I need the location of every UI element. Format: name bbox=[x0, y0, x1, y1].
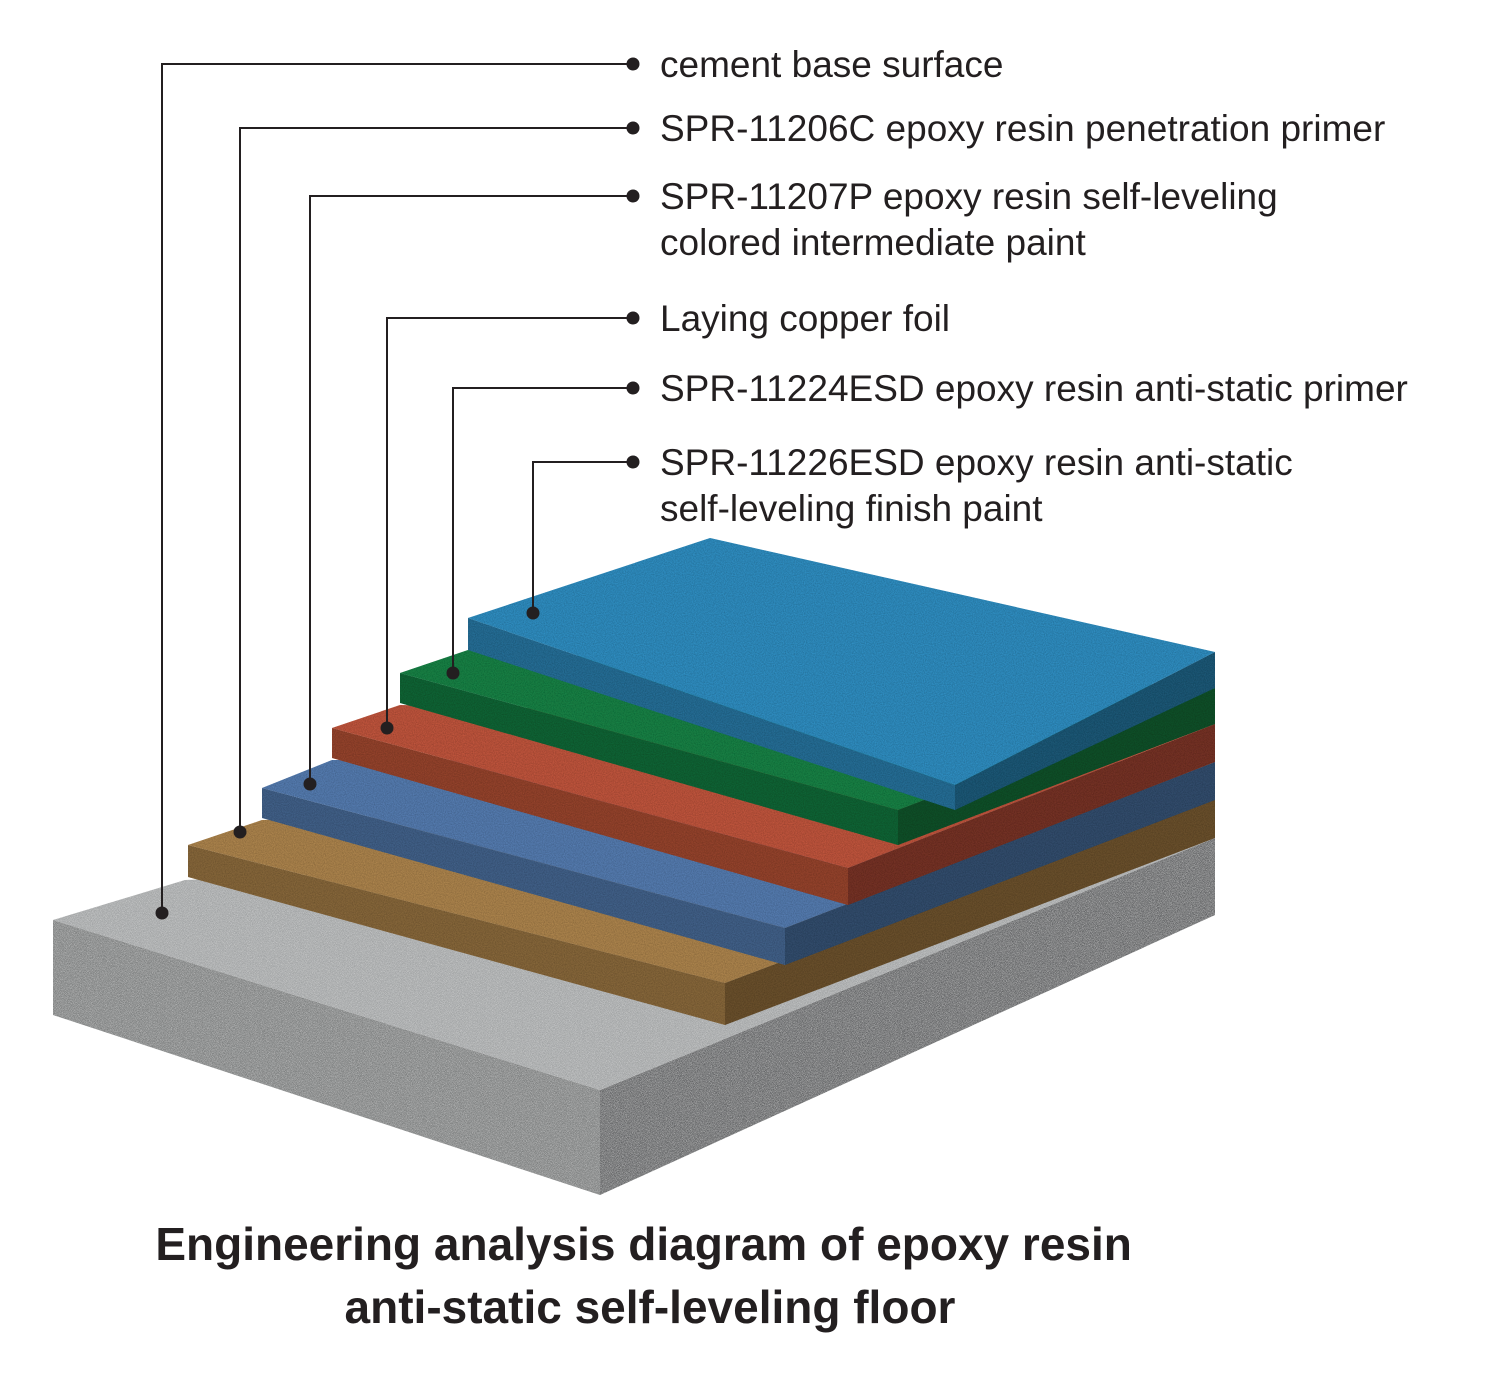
floor-cross-section bbox=[53, 538, 1215, 1195]
diagram-title-line-2: anti-static self-leveling floor bbox=[345, 1281, 956, 1333]
cement-label: cement base surface bbox=[660, 44, 1003, 85]
intermediate-front-face bbox=[262, 788, 785, 965]
primer-front-face bbox=[188, 845, 725, 1025]
esd-finish-side-face bbox=[955, 652, 1215, 810]
copper-label-line-1: Laying copper foil bbox=[660, 298, 950, 339]
copper-label-dot bbox=[626, 311, 640, 325]
diagram-title-line-1: Engineering analysis diagram of epoxy re… bbox=[155, 1218, 1132, 1270]
esd-primer-front-face bbox=[400, 673, 898, 845]
cement-side-face bbox=[600, 838, 1215, 1195]
primer-leader-line bbox=[239, 127, 633, 832]
cement-leader-line bbox=[161, 63, 633, 913]
esd-finish-front-face bbox=[468, 618, 955, 810]
primer-label-dot bbox=[626, 121, 640, 135]
primer-anchor-dot bbox=[233, 825, 247, 839]
copper-leader-line bbox=[386, 317, 633, 728]
esd-finish-leader-line bbox=[532, 461, 633, 613]
primer-side-face bbox=[725, 798, 1215, 1025]
intermediate-label-dot bbox=[626, 189, 640, 203]
esd-finish-label-line-1: SPR-11226ESD epoxy resin anti-static bbox=[660, 442, 1293, 483]
primer-label: SPR-11206C epoxy resin penetration prime… bbox=[660, 108, 1385, 149]
copper-side-face bbox=[848, 724, 1215, 905]
esd-finish-anchor-dot bbox=[526, 606, 540, 620]
intermediate-leader-line bbox=[309, 195, 633, 784]
cement-label-line-1: cement base surface bbox=[660, 44, 1003, 85]
intermediate-anchor-dot bbox=[303, 777, 317, 791]
cement-anchor-dot bbox=[155, 906, 169, 920]
primer-label-line-1: SPR-11206C epoxy resin penetration prime… bbox=[660, 108, 1385, 149]
esd-finish-layer bbox=[468, 538, 1215, 810]
esd-primer-label: SPR-11224ESD epoxy resin anti-static pri… bbox=[660, 368, 1408, 409]
esd-primer-label-dot bbox=[626, 381, 640, 395]
esd-primer-label-line-1: SPR-11224ESD epoxy resin anti-static pri… bbox=[660, 368, 1408, 409]
copper-front-face bbox=[332, 728, 848, 905]
esd-finish-label-dot bbox=[626, 455, 640, 469]
copper-anchor-dot bbox=[380, 721, 394, 735]
cement-label-dot bbox=[626, 57, 640, 71]
intermediate-side-face bbox=[785, 762, 1215, 965]
intermediate-label: SPR-11207P epoxy resin self-leveling colo… bbox=[660, 176, 1278, 263]
diagram-title: Engineering analysis diagram of epoxy re… bbox=[155, 1218, 1144, 1333]
esd-finish-label: SPR-11226ESD epoxy resin anti-static self… bbox=[660, 442, 1293, 529]
copper-label: Laying copper foil bbox=[660, 298, 950, 339]
cement-front-face bbox=[53, 920, 600, 1195]
esd-primer-side-face bbox=[898, 688, 1215, 845]
intermediate-label-line-1: SPR-11207P epoxy resin self-leveling bbox=[660, 176, 1278, 217]
intermediate-label-line-2: colored intermediate paint bbox=[660, 222, 1086, 263]
esd-primer-anchor-dot bbox=[446, 666, 460, 680]
callout-leaders bbox=[155, 57, 640, 920]
esd-primer-leader-line bbox=[452, 387, 633, 673]
esd-finish-label-line-2: self-leveling finish paint bbox=[660, 488, 1043, 529]
esd-finish-top-face bbox=[468, 538, 1215, 785]
